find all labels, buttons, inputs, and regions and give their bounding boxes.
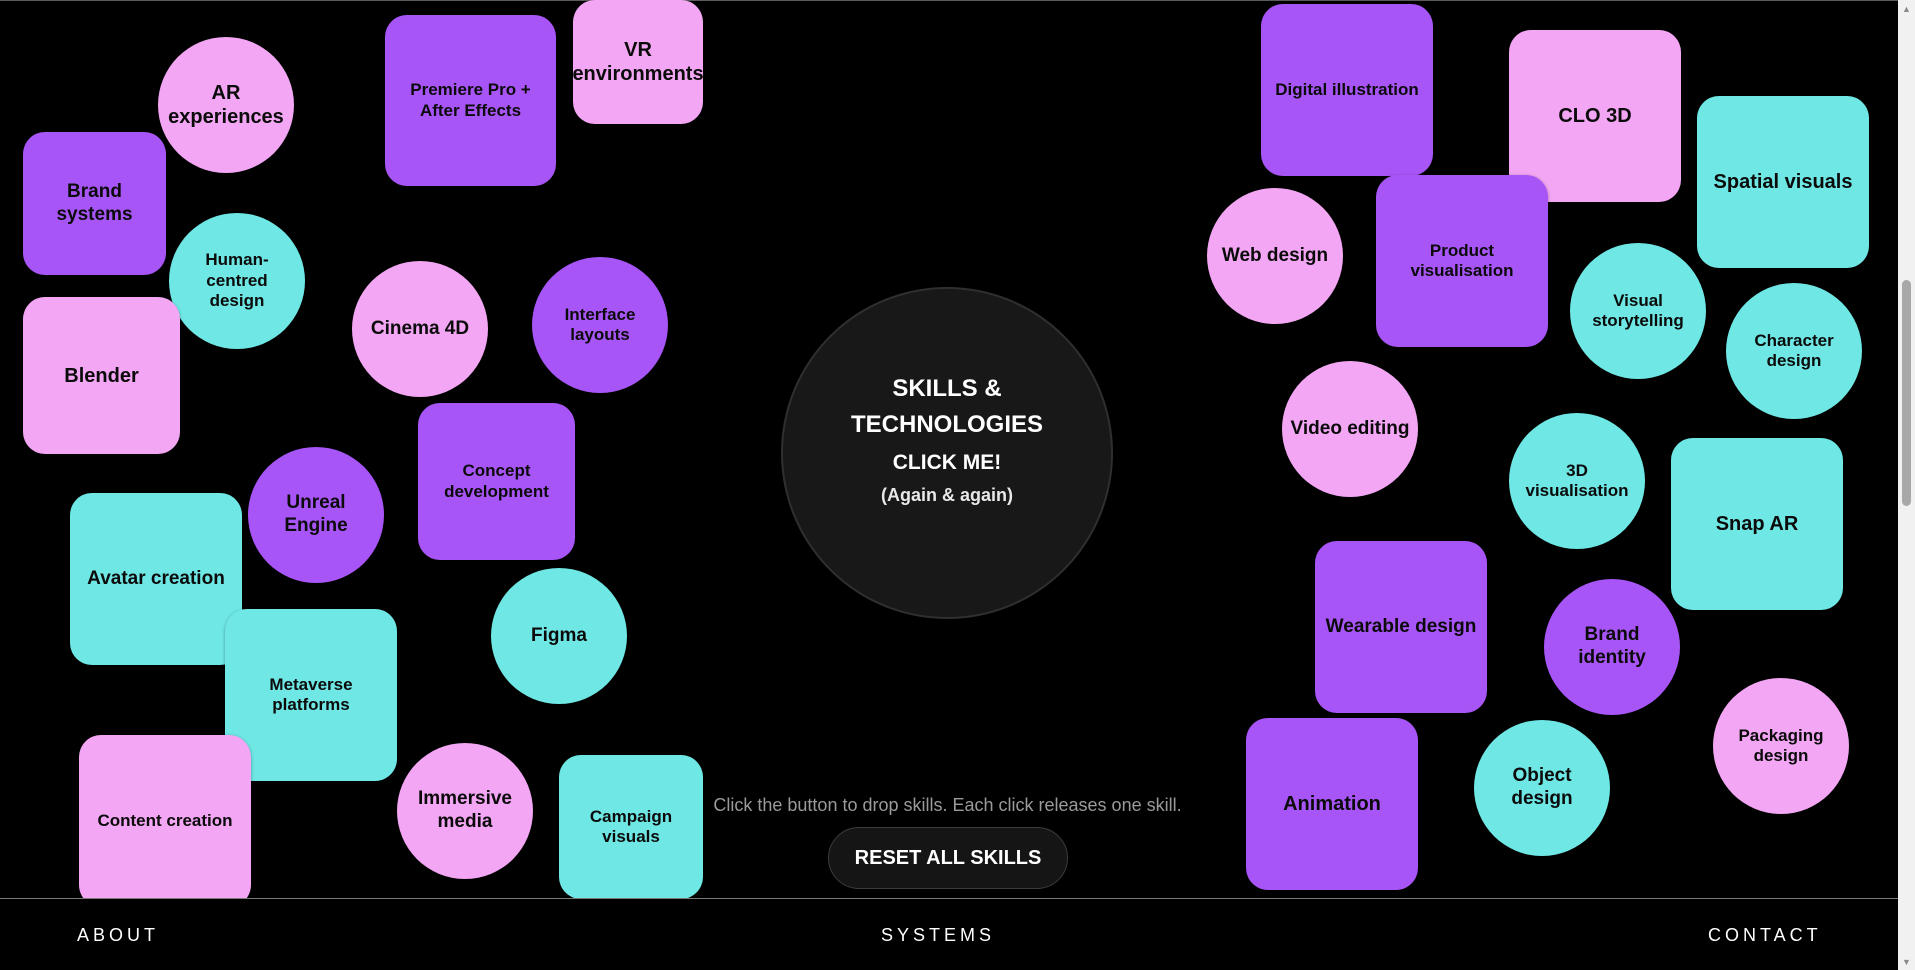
skill-chip[interactable]: Immersive media	[397, 743, 533, 879]
skill-chip[interactable]: Blender	[23, 297, 180, 454]
skill-chip[interactable]: VR environments	[572, 0, 704, 124]
skill-chip[interactable]: Concept development	[418, 403, 575, 560]
skill-chip[interactable]: Web design	[1207, 188, 1343, 324]
skill-chip[interactable]: Avatar creation	[70, 493, 242, 665]
center-button-title: SKILLS & TECHNOLOGIES	[850, 374, 1043, 438]
skill-chip[interactable]: Human-centred design	[169, 213, 305, 349]
skill-chip[interactable]: Snap AR	[1671, 438, 1843, 610]
skill-chip[interactable]: Metaverse platforms	[225, 609, 397, 781]
drop-skill-button[interactable]: SKILLS & TECHNOLOGIES CLICK ME! (Again &…	[781, 287, 1113, 619]
skill-chip[interactable]: Premiere Pro + After Effects	[385, 15, 556, 186]
skill-chip[interactable]: Animation	[1246, 718, 1418, 890]
skill-chip[interactable]: Brand systems	[23, 132, 166, 275]
skill-chip[interactable]: AR experiences	[158, 37, 294, 173]
footer-link-contact[interactable]: CONTACT	[1708, 925, 1822, 945]
scroll-up-arrow-icon[interactable]: ▲	[1902, 3, 1911, 14]
skill-chip[interactable]: Character design	[1726, 283, 1862, 419]
skill-chip[interactable]: Product visualisation	[1376, 175, 1548, 347]
skill-chip[interactable]: Content creation	[79, 735, 251, 898]
center-button-cta: CLICK ME!	[892, 450, 1002, 474]
reset-all-skills-button[interactable]: RESET ALL SKILLS	[828, 827, 1068, 889]
skill-chip[interactable]: Wearable design	[1315, 541, 1487, 713]
skill-chip[interactable]: Cinema 4D	[352, 261, 488, 397]
skill-chip[interactable]: Digital illustration	[1261, 4, 1433, 176]
skill-chip[interactable]: Unreal Engine	[248, 447, 384, 583]
skill-chip[interactable]: Packaging design	[1713, 678, 1849, 814]
footer-link-about[interactable]: ABOUT	[77, 925, 160, 945]
skill-chip[interactable]: Interface layouts	[532, 257, 668, 393]
skill-chip[interactable]: CLO 3D	[1509, 30, 1681, 202]
skill-chip[interactable]: Object design	[1474, 720, 1610, 856]
top-divider	[0, 0, 1898, 1]
page-scrollbar[interactable]: ▲ ▼	[1898, 0, 1915, 970]
scrollbar-thumb[interactable]	[1902, 280, 1911, 506]
footer-nav: ABOUT SYSTEMS CONTACT	[0, 898, 1898, 970]
skill-chip[interactable]: Figma	[491, 568, 627, 704]
skill-chip[interactable]: Campaign visuals	[559, 755, 703, 898]
instructions-text: Click the button to drop skills. Each cl…	[713, 795, 1182, 815]
skills-stage: AR experiences Premiere Pro + After Effec…	[23, 0, 1869, 898]
skill-chip[interactable]: Brand identity	[1544, 579, 1680, 715]
center-button-subtitle: (Again & again)	[880, 484, 1013, 505]
scroll-down-arrow-icon[interactable]: ▼	[1902, 956, 1911, 967]
skill-chip[interactable]: Spatial visuals	[1697, 96, 1869, 268]
skill-chip[interactable]: Visual storytelling	[1570, 243, 1706, 379]
skill-chip[interactable]: Video editing	[1282, 361, 1418, 497]
footer-link-systems[interactable]: SYSTEMS	[881, 925, 996, 945]
skill-chip[interactable]: 3D visualisation	[1509, 413, 1645, 549]
